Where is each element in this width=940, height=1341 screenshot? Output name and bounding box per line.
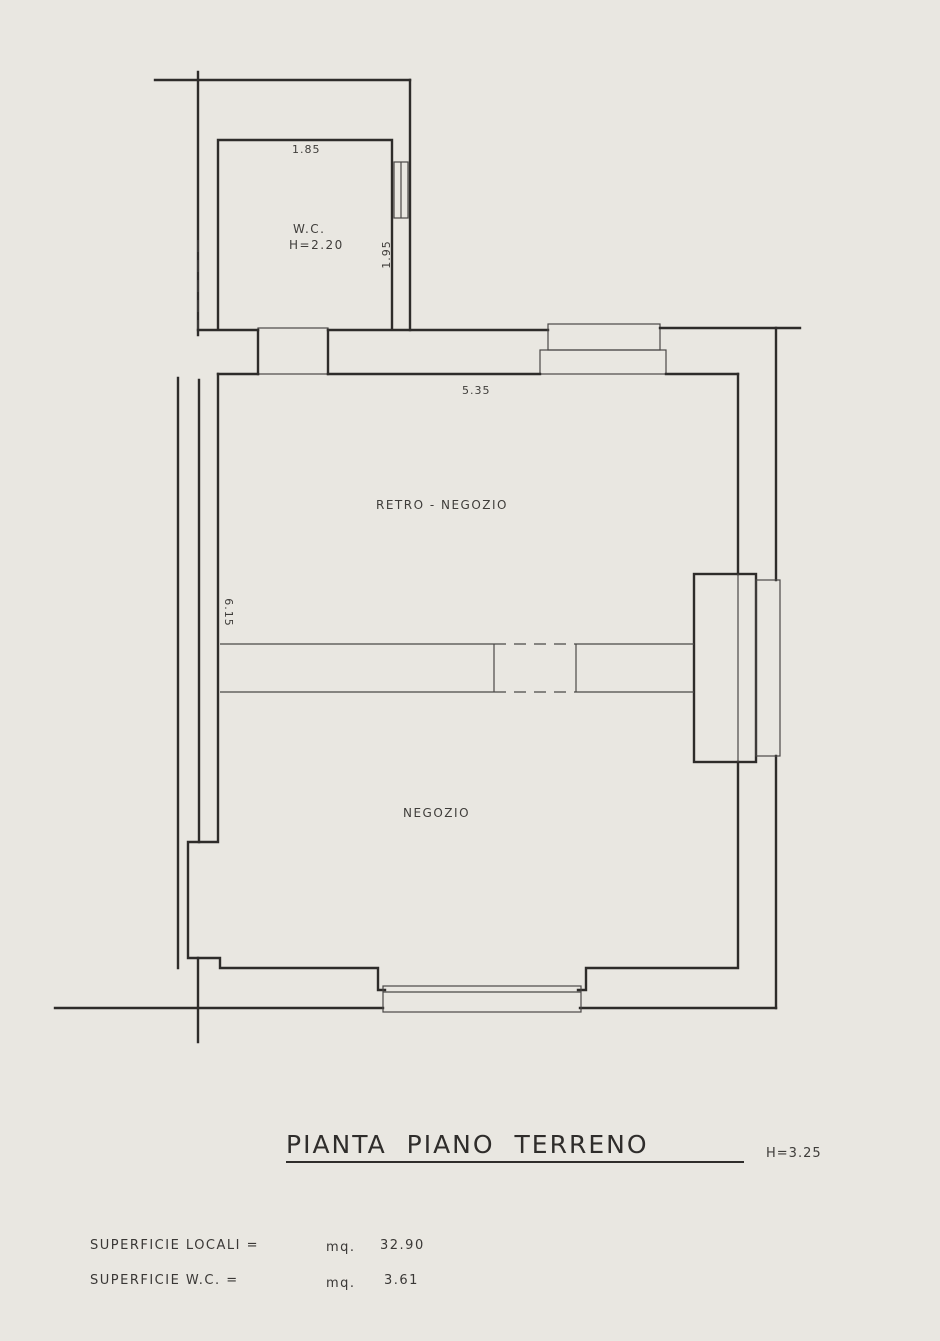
side-niche: [692, 572, 758, 764]
wc-height-label: H=2.20: [289, 238, 344, 252]
wc-depth-dimension: 1.95: [379, 240, 393, 269]
area-locali-value: 32.90: [380, 1238, 425, 1253]
area-locali-label: SUPERFICIE LOCALI =: [90, 1238, 260, 1253]
wc-door-opening: [257, 327, 329, 375]
main-depth-dimension: 6.15: [221, 598, 235, 627]
wc-room-label: W.C.: [293, 222, 326, 236]
main-room-right-wall-lower: [576, 760, 740, 992]
plan-title: PIANTA PIANO TERRENO: [286, 1130, 744, 1163]
area-wc-label: SUPERFICIE W.C. =: [90, 1273, 239, 1288]
retro-negozio-label: RETRO - NEGOZIO: [376, 498, 508, 512]
wc-width-dimension: 1.85: [292, 143, 321, 156]
negozio-label: NEGOZIO: [403, 806, 471, 820]
area-wc-value: 3.61: [384, 1273, 419, 1288]
wc-walls: [216, 138, 394, 330]
back-window: [547, 323, 661, 351]
side-window: [755, 579, 781, 757]
plan-height-label: H=3.25: [766, 1146, 822, 1161]
main-width-dimension: 5.35: [462, 384, 491, 397]
area-wc-unit: mq.: [326, 1276, 356, 1291]
main-room-left-wall: [186, 372, 387, 992]
area-locali-unit: mq.: [326, 1240, 356, 1255]
front-door: [382, 985, 582, 1013]
back-window-sill: [539, 349, 667, 375]
